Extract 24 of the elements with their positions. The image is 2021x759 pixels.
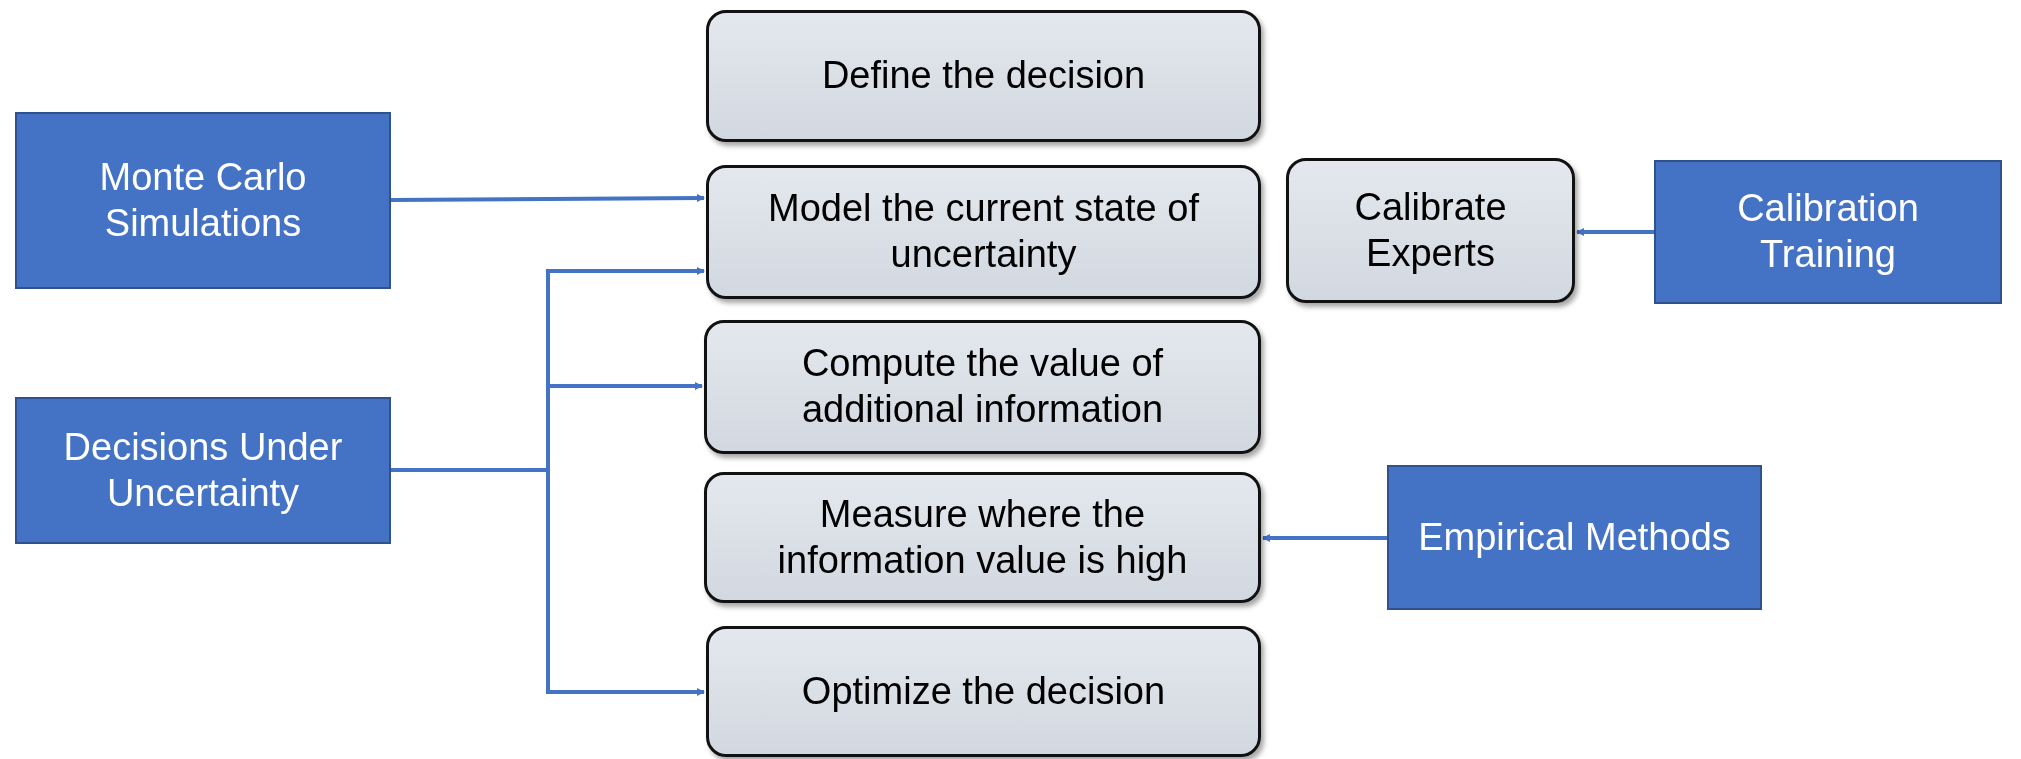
method-box [1387,465,1762,610]
method-box [1654,160,2002,304]
process-box [706,10,1261,142]
method-box [15,397,391,544]
process-box [706,626,1261,757]
process-box [1286,158,1575,303]
box-label: Decisions Under Uncertainty [62,424,344,516]
box-label: Compute the value of additional information [800,341,1165,432]
box-label: Model the current state of uncertainty [767,186,1200,277]
process-box [704,472,1261,603]
box-label: Calibrate Experts [1353,184,1508,276]
box-label: Empirical Methods [1418,514,1731,560]
arrow [1576,228,1654,236]
box-label: Measure where the information value is high [776,491,1189,583]
process-box [706,165,1261,299]
box-label: Calibration Training [1736,186,1920,277]
process-box [704,320,1261,454]
box-label: Optimize the decision [801,668,1166,714]
box-label: Monte Carlo Simulations [98,154,308,246]
arrow [1262,534,1387,542]
box-label: Define the decision [821,53,1146,99]
arrow [391,468,705,696]
arrow [391,194,705,203]
method-box [15,112,391,289]
